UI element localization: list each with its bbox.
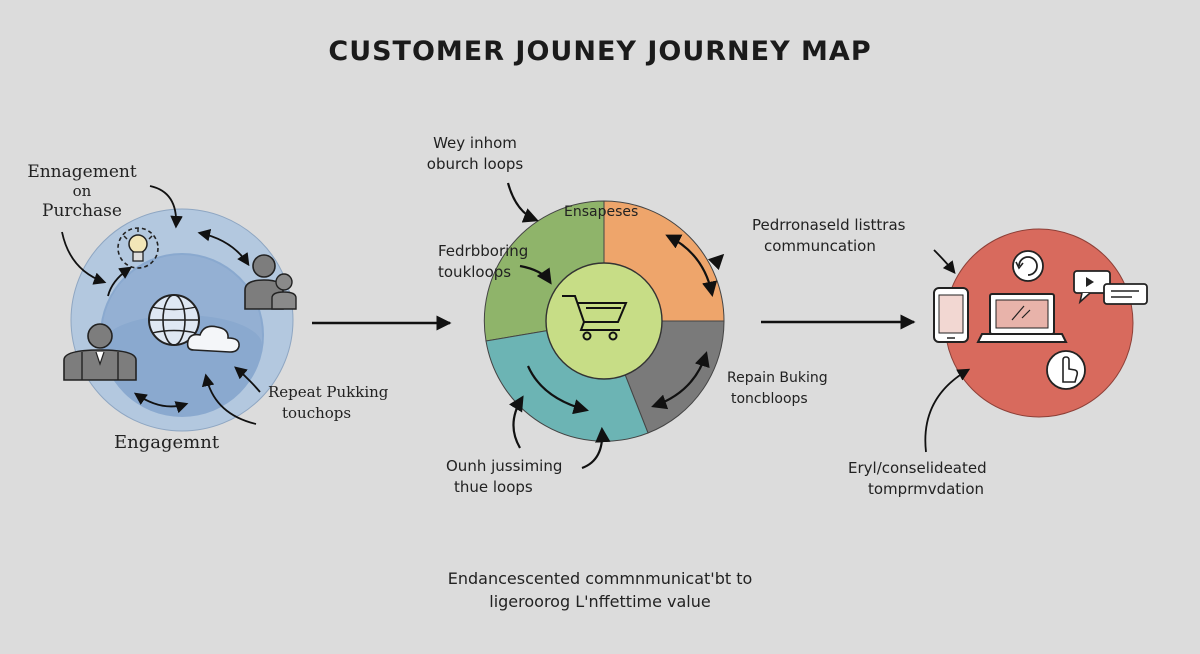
page-title: CUSTOMER JOUNEY JOURNEY MAP bbox=[328, 36, 872, 67]
lightbulb-icon bbox=[117, 227, 159, 269]
stage3-label-top: Pedrronaseld listtras communcation bbox=[752, 215, 952, 257]
stage1-label-right-line2: touchops bbox=[282, 404, 352, 422]
stage3-label-bottom: Eryl/conselideated tomprmvdation bbox=[848, 458, 1048, 500]
footer-line1: Endancescented commnmunicat'bt to bbox=[447, 569, 753, 588]
smartphone-icon bbox=[933, 287, 969, 343]
stage2-label-left-line2: toukloops bbox=[438, 263, 512, 281]
stage2-label-right-line2: toncbloops bbox=[731, 391, 808, 407]
stage2-label-bottom-line1: Ounh jussiming bbox=[446, 457, 563, 475]
people-icon bbox=[244, 254, 297, 310]
stage3-arrows bbox=[924, 249, 971, 453]
stage3-label-top-line2: communcation bbox=[764, 237, 876, 255]
stage2-label-bottom: Ounh jussiming thue loops bbox=[446, 456, 586, 498]
globe-icon bbox=[148, 294, 200, 346]
stage1-label-bottom: Engagemnt bbox=[114, 432, 220, 453]
stage2-label-left: Fedrbboring toukloops bbox=[438, 241, 558, 283]
stage3-label-bottom-line2: tomprmvdation bbox=[868, 480, 985, 498]
stage2-label-left-line1: Fedrbboring bbox=[438, 242, 529, 260]
stage2-label-top: Wey inhom oburch loops bbox=[410, 133, 540, 175]
stage2-label-right-line1: Repain Buking bbox=[727, 370, 828, 386]
stage1-label-top-line2: on bbox=[72, 182, 92, 200]
businessperson-icon bbox=[63, 323, 137, 381]
touch-icon bbox=[1046, 350, 1086, 390]
stage2-label-bottom-line2: thue loops bbox=[454, 478, 533, 496]
stage1-label-top-line3: Purchase bbox=[42, 201, 122, 221]
stage2-label-top-line2: oburch loops bbox=[426, 155, 524, 173]
footer-caption: Endancescented commnmunicat'bt to ligero… bbox=[0, 567, 1200, 613]
refresh-icon bbox=[1012, 250, 1044, 282]
stage1-cycle-arrows bbox=[61, 185, 261, 425]
stage1-label-top: Ennagement on Purchase bbox=[14, 161, 150, 222]
stage3-label-top-line1: Pedrronaseld listtras bbox=[752, 216, 906, 234]
cloud-icon bbox=[186, 325, 240, 353]
footer-line2: ligeroorog L'nffettime value bbox=[489, 592, 711, 611]
laptop-icon bbox=[976, 293, 1068, 343]
stage2-label-right: Repain Buking toncbloops bbox=[727, 368, 847, 410]
stage2-label-top-line1: Wey inhom bbox=[433, 134, 517, 152]
stage3-label-bottom-line1: Eryl/conselideated bbox=[848, 459, 987, 477]
stage2-segment-label: Ensapeses bbox=[564, 204, 639, 220]
stage1-label-top-line1: Ennagement bbox=[27, 162, 137, 182]
stage1-label-right: Repeat Pukking touchops bbox=[268, 382, 408, 424]
chat-bubble-icon bbox=[1073, 270, 1148, 305]
stage2-cycle-arrows bbox=[506, 182, 725, 470]
stage1-label-right-line1: Repeat Pukking bbox=[268, 383, 389, 401]
shopping-cart-icon bbox=[562, 295, 628, 341]
